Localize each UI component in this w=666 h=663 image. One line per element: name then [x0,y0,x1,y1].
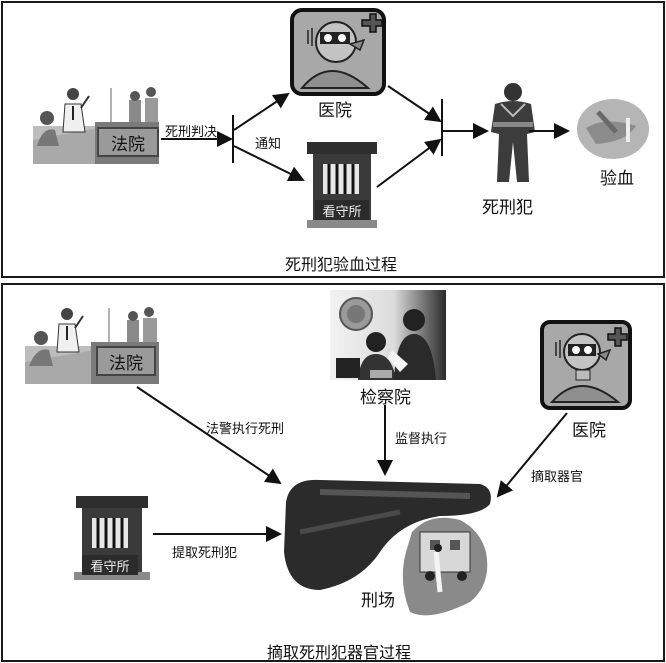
edge-label-bailiff-execute: 法警执行死刑 [206,422,285,437]
masked-doctor-icon [540,320,632,410]
execution-ground-illustration [280,472,500,620]
top-panel-title: 死刑犯验血过程 [285,255,398,274]
armed-police-and-ambulance-icon [284,479,491,616]
edge-label-death-sentence: 死刑判决 [165,125,218,140]
prisoner-icon [491,83,535,182]
detention-center-sign-bottom: 看守所 [82,555,138,575]
hospital-illustration [290,8,386,96]
court-label: 法院 [111,134,145,155]
edge-label-fetch-inmate: 提取死刑犯 [172,546,238,561]
detention-center-label-bottom: 看守所 [90,559,130,575]
court-sign: 法院 [97,127,159,157]
detention-center-label: 看守所 [322,204,362,220]
procuratorate-label: 检察院 [360,388,411,408]
execution-ground-label: 刑场 [361,591,395,611]
edge-label-supervise: 监督执行 [395,432,448,447]
inmate-label: 死刑犯 [482,198,533,218]
inmate-illustration [487,82,539,187]
procuratorate-illustration [330,290,446,380]
masked-doctor-icon [290,8,386,96]
prosecutors-icon [336,297,436,380]
blood-test-photo [576,98,650,160]
blood-test-label: 验血 [600,169,634,189]
court-sign-bottom: 法院 [96,346,156,376]
edge-label-harvest-organs: 摘取器官 [531,470,584,485]
hospital-illustration-bottom [540,320,632,410]
court-label-bottom: 法院 [109,353,143,374]
detention-center-sign: 看守所 [315,200,369,220]
hospital-label-bottom: 医院 [572,421,606,441]
hospital-label: 医院 [318,101,352,121]
bottom-panel-title: 摘取死刑犯器官过程 [267,643,412,662]
edge-label-notify: 通知 [255,137,282,152]
blood-draw-icon [577,99,649,159]
